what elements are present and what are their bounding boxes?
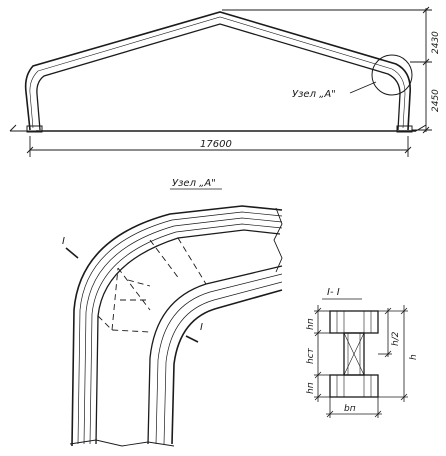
- span-dimension-label: 17600: [200, 139, 232, 150]
- height-dimension-line: [222, 6, 432, 134]
- knee-web-stiffeners: [97, 237, 207, 333]
- knee-outer-flange: [71, 205, 283, 447]
- knee-height-label: 2430: [431, 31, 441, 54]
- frame-lamination-hatch: [29, 16, 406, 129]
- knee-inner-flange: [147, 265, 283, 445]
- section-cut-marker-1: [65, 247, 79, 259]
- section-right-dimensions: [378, 305, 408, 402]
- section-cut-marker-2: [185, 335, 199, 343]
- frame-inner-contour: [36, 23, 401, 131]
- node-a-leader: [349, 81, 377, 94]
- dim-half-height: h/2: [391, 331, 401, 346]
- knee-node-detail: I I: [62, 205, 283, 447]
- node-a-circle: [371, 54, 413, 96]
- section-lamination-hatch: [336, 311, 372, 397]
- column-height-label: 2450: [431, 89, 441, 112]
- dim-height: h: [409, 354, 419, 360]
- cross-section: I- I hп hст hп: [306, 287, 419, 418]
- dim-width: bп: [344, 404, 356, 414]
- section-title: I- I: [327, 287, 340, 298]
- column-base-right: [396, 125, 413, 133]
- dim-flange-bottom: hп: [306, 382, 316, 394]
- section-width-dimension: [326, 397, 382, 418]
- knee-break-line-top: [273, 207, 283, 273]
- node-detail-title: Узел „А": [172, 178, 216, 189]
- section-left-dimension-chain: [314, 305, 330, 402]
- column-base-left: [26, 125, 43, 133]
- section-bottom-flange: [329, 374, 379, 398]
- section-cut-label-1: I: [62, 236, 65, 247]
- span-dimension-line: [26, 136, 412, 157]
- dim-web: hст: [306, 347, 316, 364]
- ground-line: [9, 124, 427, 132]
- section-cut-label-2: I: [200, 322, 203, 333]
- knee-break-line-bottom: [69, 439, 175, 447]
- dim-flange-top: hп: [306, 318, 316, 330]
- frame-elevation: Узел „А" 17600 2430 2450: [9, 6, 441, 157]
- node-a-callout: Узел „А": [292, 89, 336, 100]
- frame-outer-contour: [24, 11, 412, 131]
